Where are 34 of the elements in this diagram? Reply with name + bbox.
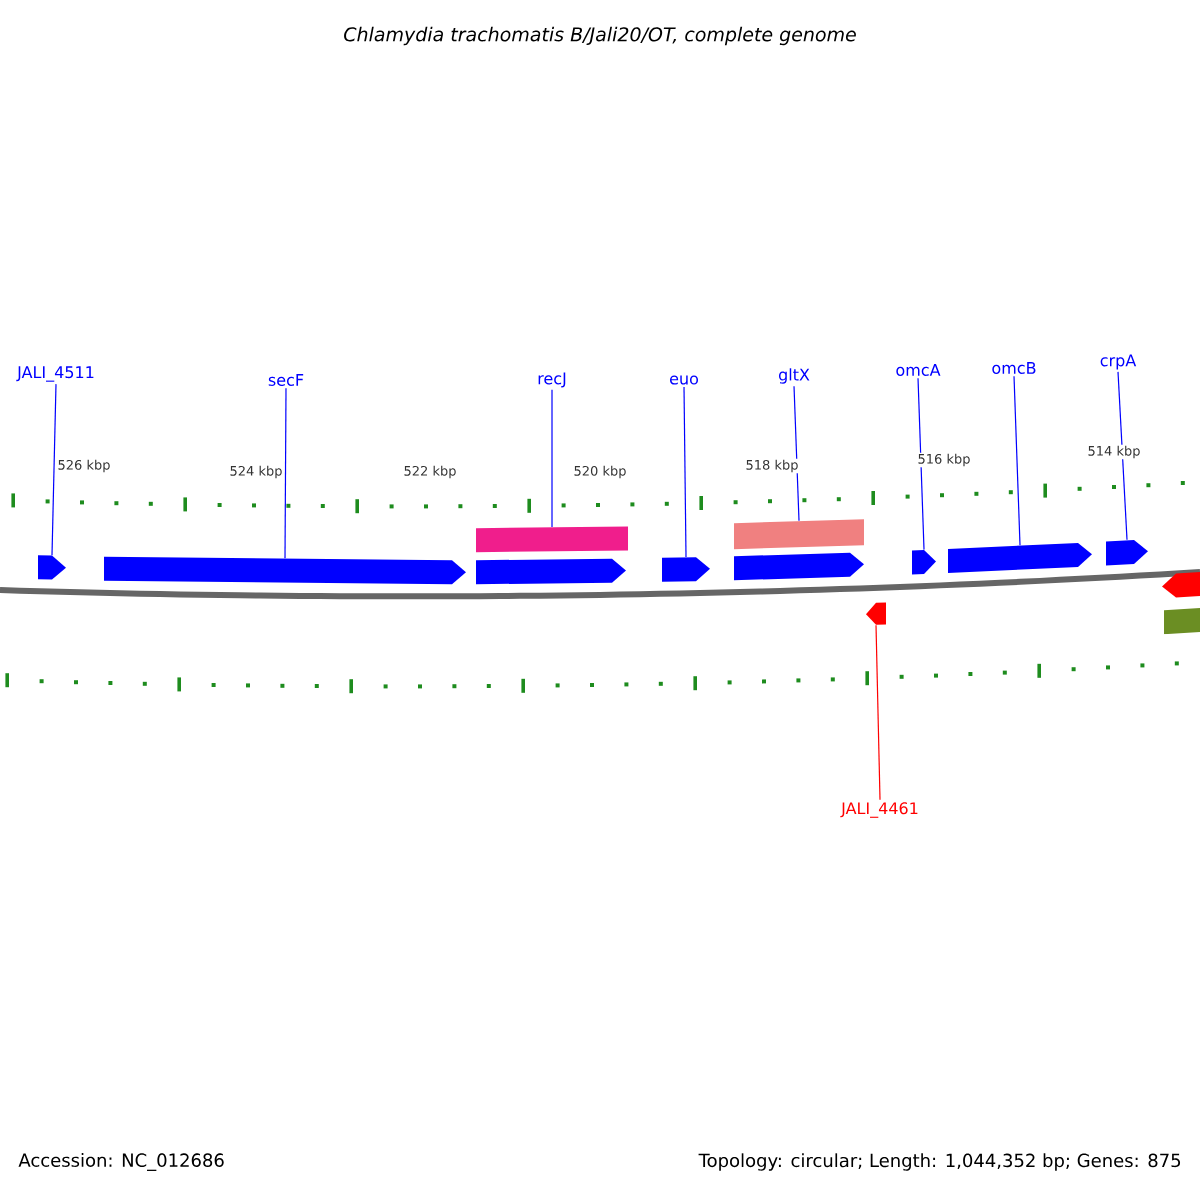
gene-feature bbox=[1106, 540, 1148, 566]
leader-line bbox=[1117, 371, 1128, 541]
leader-line bbox=[51, 383, 57, 556]
gene-label: JALI_4511 bbox=[16, 366, 94, 382]
gene-feature bbox=[948, 543, 1092, 573]
leader-line bbox=[917, 377, 925, 551]
gene-feature bbox=[1162, 572, 1200, 598]
gene-label: recJ bbox=[538, 372, 566, 388]
leader-line bbox=[284, 387, 287, 559]
gene-feature bbox=[734, 552, 864, 581]
gene-label: gltX bbox=[778, 368, 810, 384]
gene-bar bbox=[476, 526, 628, 553]
leader-line bbox=[875, 624, 881, 801]
gene-label: omcB bbox=[992, 362, 1036, 374]
gene-feature bbox=[104, 556, 466, 585]
gene-feature bbox=[662, 557, 710, 582]
leader-line bbox=[683, 386, 687, 558]
gene-bar bbox=[734, 519, 864, 550]
gene-feature bbox=[38, 555, 66, 580]
gene-label: omcA bbox=[896, 364, 941, 376]
gene-label: secF bbox=[268, 374, 304, 386]
gene-label: JALI_4461 bbox=[840, 802, 918, 818]
title: Chlamydia trachomatis B/Jali20/OT, complete genome bbox=[344, 26, 856, 46]
gene-label: crpA bbox=[1100, 354, 1137, 370]
leader-line bbox=[793, 385, 800, 522]
gene-feature bbox=[912, 550, 936, 575]
gene-bar bbox=[1164, 608, 1200, 635]
leader-line bbox=[1013, 375, 1021, 546]
leader-line bbox=[551, 389, 553, 528]
gene-feature bbox=[476, 558, 626, 585]
accession-text: Accession: NC_012686 bbox=[18, 1153, 224, 1171]
genome-stats-text: Topology: circular; Length: 1,044,352 bp; Genes: 875 bbox=[698, 1153, 1181, 1171]
gene-feature bbox=[866, 602, 886, 625]
gene-label: euo bbox=[670, 375, 698, 385]
